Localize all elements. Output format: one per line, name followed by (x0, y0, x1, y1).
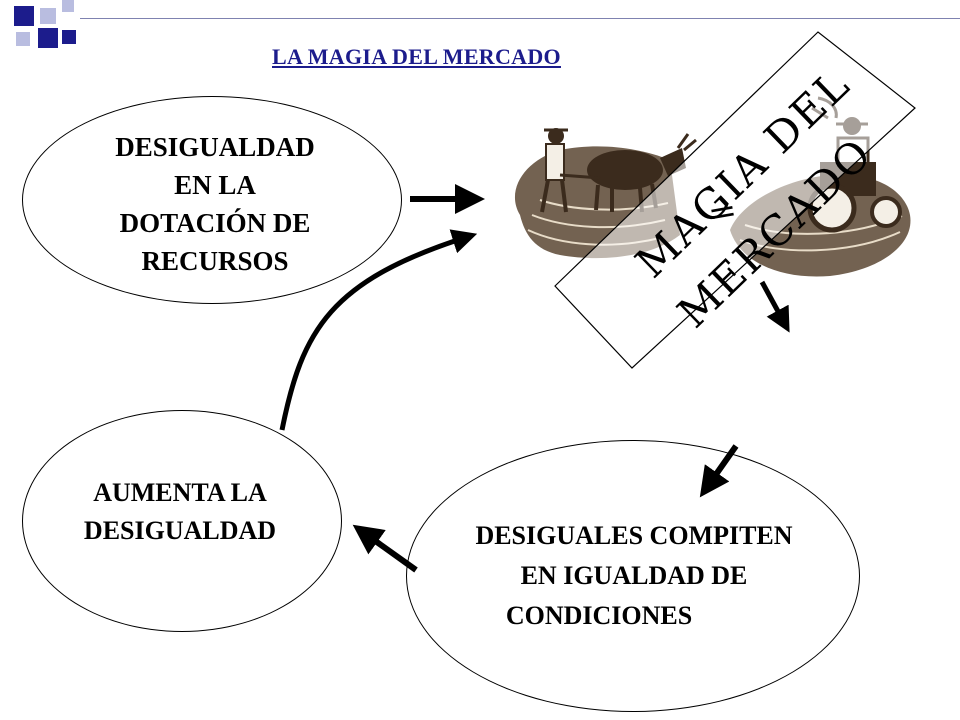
node-inequality-increases-label: AUMENTA LA DESIGUALDAD (40, 474, 320, 550)
arrow-into-competition (699, 444, 739, 498)
arrow-competition-to-inequality (352, 524, 418, 573)
node-line: DOTACIÓN DE (119, 208, 311, 238)
corner-square-1 (14, 6, 34, 26)
node-inequality-increases (22, 410, 342, 632)
corner-square-4 (16, 32, 30, 46)
page-title: LA MAGIA DEL MERCADO (272, 44, 561, 69)
corner-square-3 (62, 0, 74, 12)
magic-of-market-stamp (554, 31, 916, 369)
arrow-market-down (759, 280, 790, 333)
corner-square-6 (62, 30, 76, 44)
node-line: CONDICIONES (505, 601, 693, 630)
corner-square-7 (80, 18, 960, 19)
arrow-inequality-to-market (279, 229, 478, 431)
node-line: AUMENTA LA (93, 478, 267, 507)
node-line: DESIGUALDAD (83, 516, 277, 545)
node-line: RECURSOS (141, 246, 289, 276)
node-unequal-compete (406, 440, 860, 712)
node-resource-inequality-label: DESIGUALDAD EN LA DOTACIÓN DE RECURSOS (70, 128, 360, 280)
node-line: DESIGUALES COMPITEN (475, 521, 793, 550)
node-line: EN IGUALDAD DE (520, 561, 748, 590)
corner-square-5 (38, 28, 58, 48)
node-unequal-compete-label: DESIGUALES COMPITEN EN IGUALDAD DE CONDI… (420, 516, 848, 636)
node-line: DESIGUALDAD (115, 132, 315, 162)
node-resource-inequality (22, 96, 402, 304)
node-line: EN LA (174, 170, 256, 200)
corner-square-2 (40, 8, 56, 24)
